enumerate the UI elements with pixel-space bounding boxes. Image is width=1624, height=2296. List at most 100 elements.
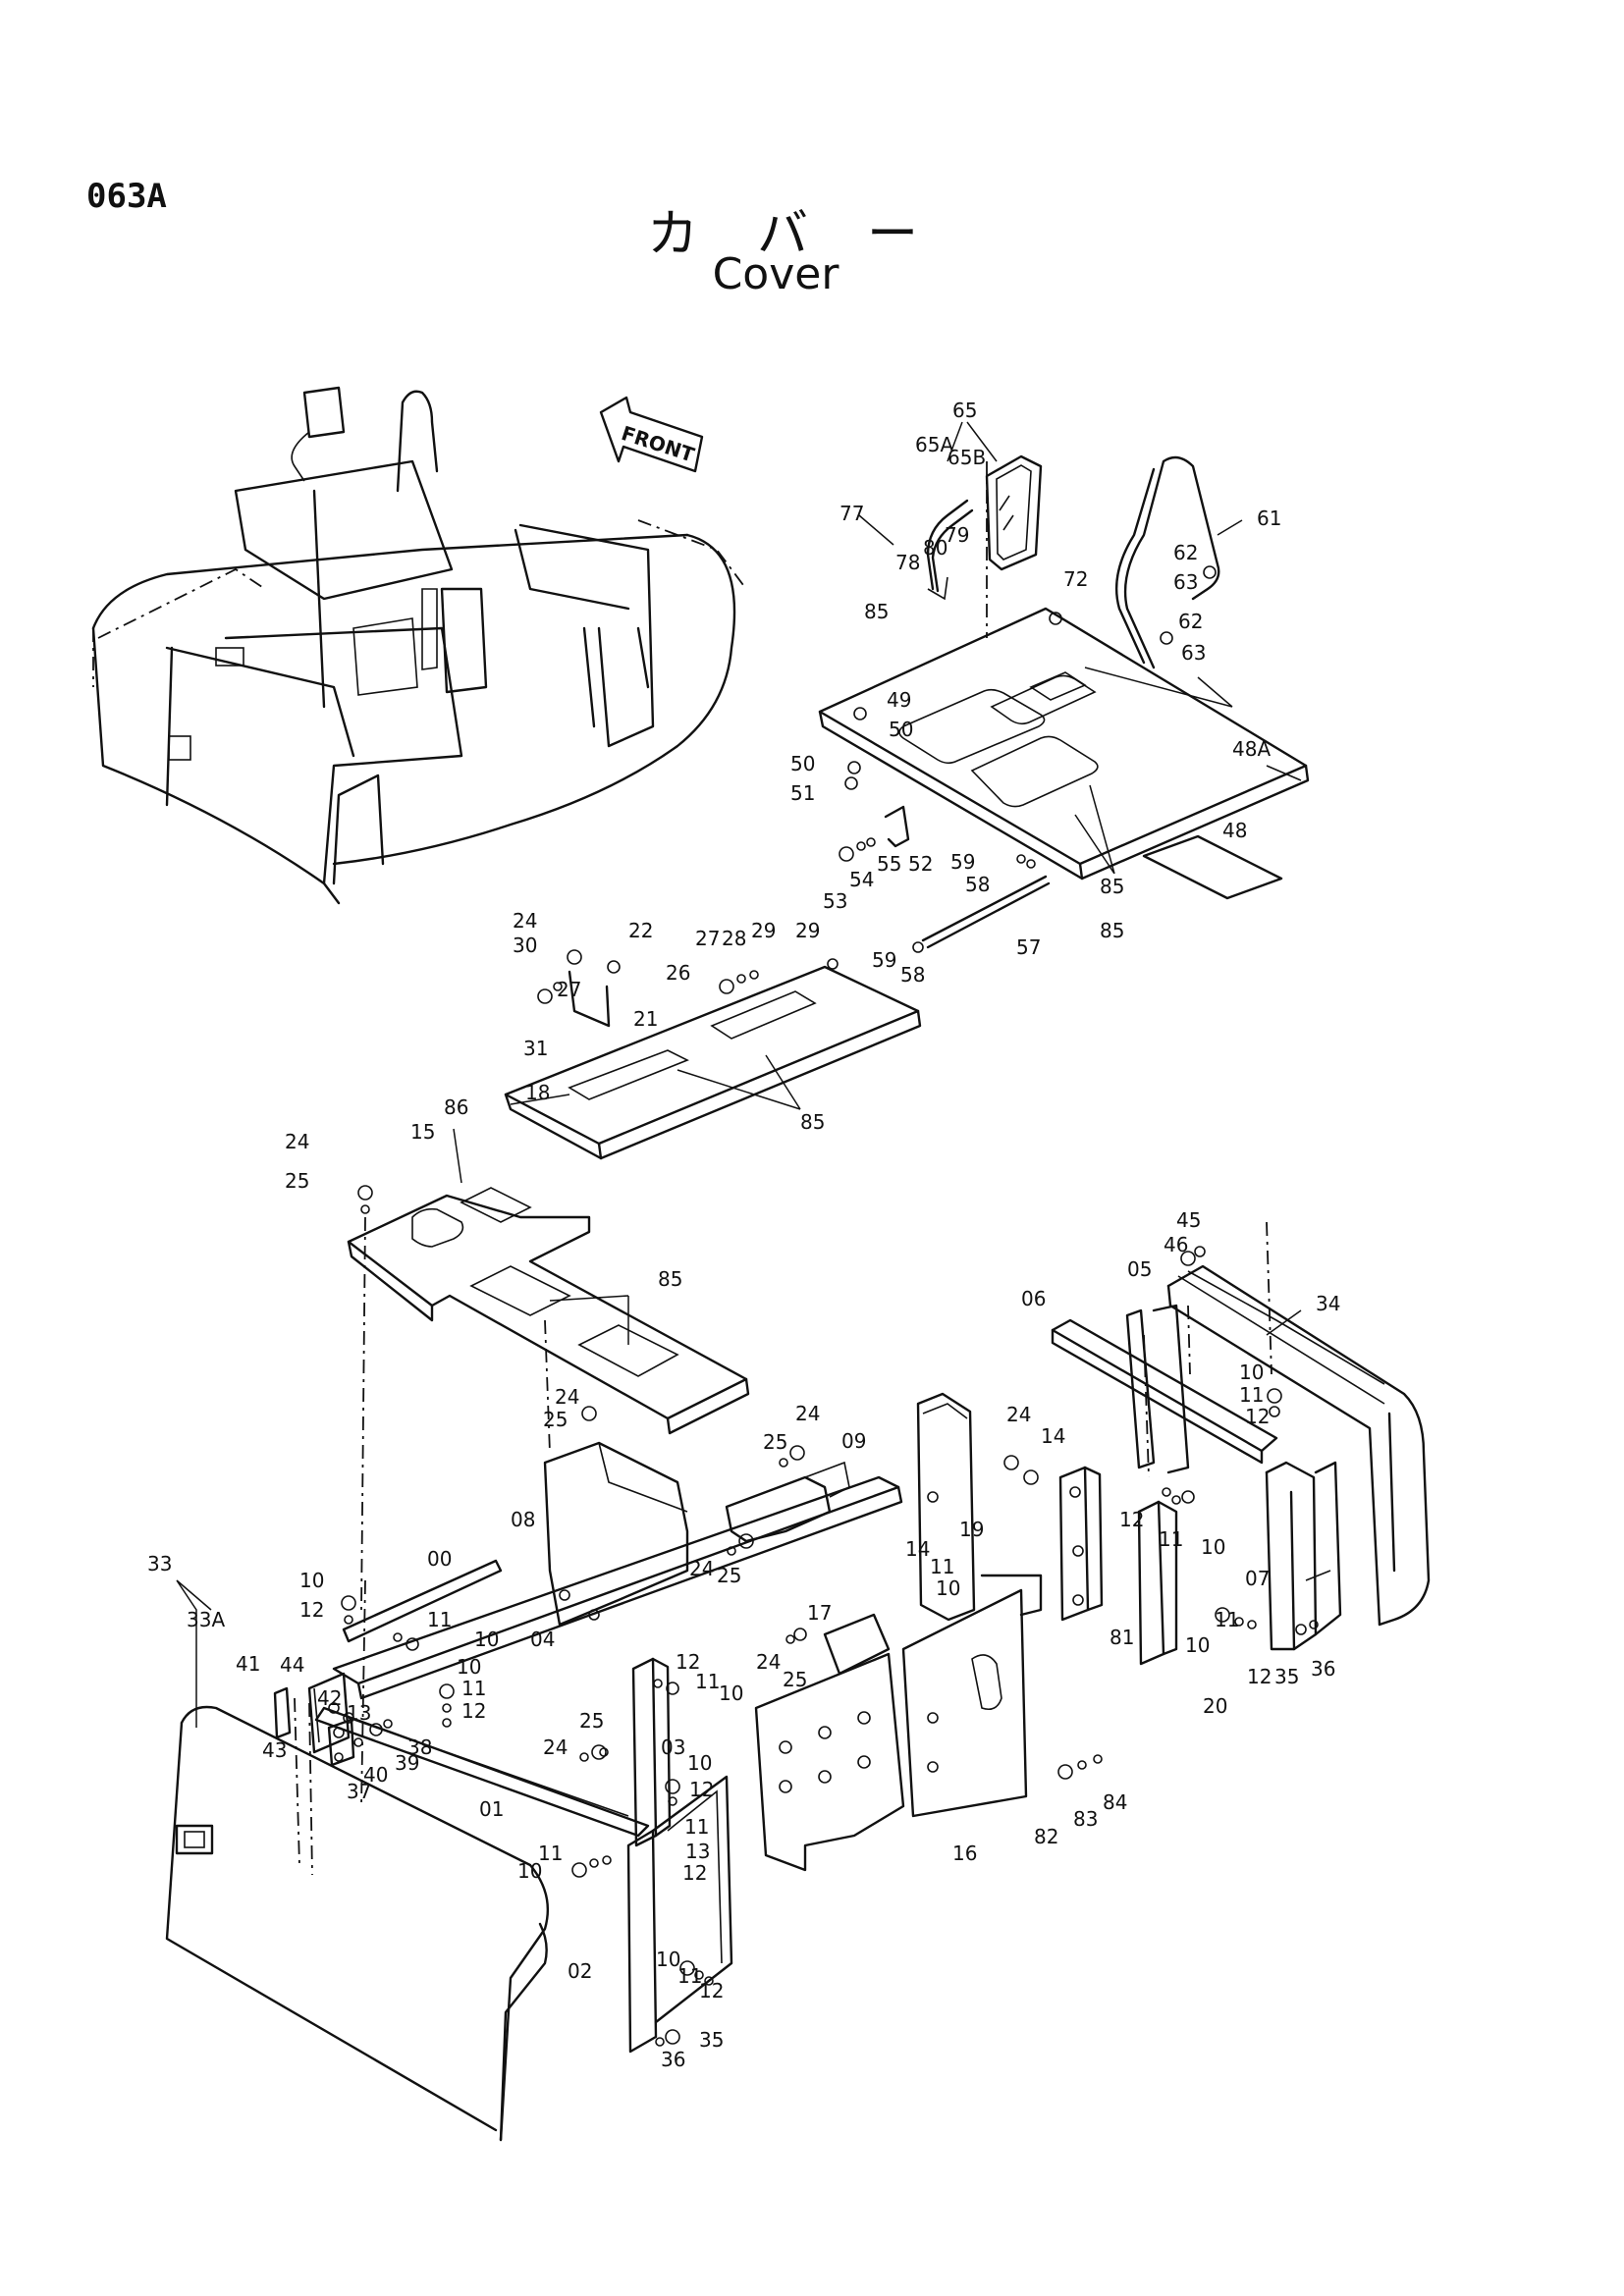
part-label: 34 [1316, 1292, 1340, 1315]
part-label: 51 [790, 781, 815, 805]
part-label: 08 [511, 1508, 535, 1531]
part-label: 07 [1245, 1567, 1270, 1590]
part-label: 50 [790, 752, 815, 775]
part-label: 36 [661, 2048, 685, 2071]
center-assembly [314, 1406, 1043, 2054]
part-label: 25 [285, 1169, 309, 1193]
part-label: 37 [347, 1780, 371, 1803]
part-label: 21 [633, 1007, 658, 1031]
part-label: 36 [1311, 1657, 1335, 1681]
part-label: 12 [676, 1650, 700, 1674]
part-label: 84 [1103, 1790, 1127, 1814]
part-label: 24 [543, 1735, 568, 1759]
part-label: 10 [936, 1576, 960, 1600]
part-label: 39 [395, 1751, 419, 1775]
part-label: 24 [795, 1402, 820, 1425]
part-label: 18 [525, 1081, 550, 1104]
part-label: 14 [1041, 1424, 1065, 1448]
part-label: 83 [1073, 1807, 1098, 1831]
part-label: 49 [887, 688, 911, 712]
part-label: 00 [427, 1547, 452, 1571]
part-label: 58 [900, 963, 925, 987]
part-label: 72 [1063, 567, 1088, 591]
part-label: 25 [783, 1668, 807, 1691]
part-label: 10 [474, 1628, 499, 1651]
part-label: 06 [1021, 1287, 1046, 1310]
part-label: 03 [661, 1735, 685, 1759]
part-label: 33 [147, 1552, 172, 1575]
part-label: 44 [280, 1653, 304, 1677]
part-labels: 65 65A 65B 77 79 80 78 61 62 63 62 63 72… [147, 399, 1340, 2071]
part-label: 33A [187, 1608, 225, 1631]
part-label: 85 [800, 1110, 825, 1134]
part-label: 65A [915, 433, 953, 456]
part-label: 24 [285, 1130, 309, 1153]
part-label: 11 [1215, 1608, 1239, 1631]
part-label: 86 [444, 1095, 468, 1119]
part-label: 35 [699, 2028, 724, 2052]
part-label: 10 [457, 1655, 481, 1679]
top-cover-assembly [818, 454, 1310, 953]
part-label: 46 [1164, 1233, 1188, 1256]
part-label: 77 [839, 502, 864, 525]
part-label: 11 [1159, 1527, 1183, 1551]
part-label: 63 [1181, 641, 1206, 665]
part-label: 15 [410, 1120, 435, 1144]
part-label: 22 [628, 919, 653, 942]
part-label: 16 [952, 1842, 977, 1865]
part-label: 52 [908, 852, 933, 876]
front-label: FRONT [619, 421, 697, 467]
part-label: 12 [461, 1699, 486, 1723]
part-label: 25 [717, 1564, 741, 1587]
part-label: 11 [677, 1964, 702, 1988]
part-label: 53 [823, 889, 847, 913]
right-frame-assembly [916, 1246, 1431, 1780]
part-label: 20 [1203, 1694, 1227, 1718]
part-label: 55 [877, 852, 901, 876]
part-label: 14 [905, 1537, 930, 1561]
part-label: 57 [1016, 935, 1041, 959]
part-label: 11 [538, 1842, 563, 1865]
part-label: 10 [656, 1948, 680, 1971]
part-label: 12 [1247, 1665, 1272, 1688]
part-label: 12 [699, 1979, 724, 2002]
leader-lines [176, 421, 1331, 1728]
middle-cover-panels [347, 949, 922, 1435]
part-label: 10 [517, 1859, 542, 1883]
part-label: 38 [407, 1735, 432, 1759]
part-label: 25 [763, 1430, 787, 1454]
part-label: 85 [864, 600, 889, 623]
part-label: 10 [719, 1682, 743, 1705]
part-label: 79 [945, 523, 969, 547]
part-label: 24 [1006, 1403, 1031, 1426]
assembly-centerlines [294, 461, 1272, 1876]
part-label: 85 [1100, 875, 1124, 898]
part-label: 12 [299, 1598, 324, 1622]
part-label: 26 [666, 961, 690, 985]
part-label: 29 [751, 919, 776, 942]
side-door-panel [165, 1672, 549, 2142]
part-label: 11 [1239, 1383, 1264, 1407]
part-label: 10 [299, 1569, 324, 1592]
part-label: 05 [1127, 1257, 1152, 1281]
part-label: 40 [363, 1763, 388, 1787]
part-label: 45 [1176, 1208, 1201, 1232]
part-label: 24 [513, 909, 537, 933]
part-label: 11 [427, 1608, 452, 1631]
part-label: 58 [965, 873, 990, 896]
title-english: Cover [712, 249, 839, 299]
part-label: 41 [236, 1652, 260, 1676]
part-label: 30 [513, 934, 537, 957]
part-label: 09 [841, 1429, 866, 1453]
part-label: 48A [1232, 737, 1271, 761]
part-label: 54 [849, 868, 874, 891]
part-label: 31 [523, 1037, 548, 1060]
part-label: 59 [950, 850, 975, 874]
part-label: 01 [479, 1797, 504, 1821]
part-label: 24 [555, 1385, 579, 1409]
part-label: 11 [684, 1815, 709, 1839]
part-label: 25 [543, 1408, 568, 1431]
part-label: 59 [872, 948, 896, 972]
part-label: 24 [689, 1557, 714, 1580]
part-label: 63 [1173, 570, 1198, 594]
